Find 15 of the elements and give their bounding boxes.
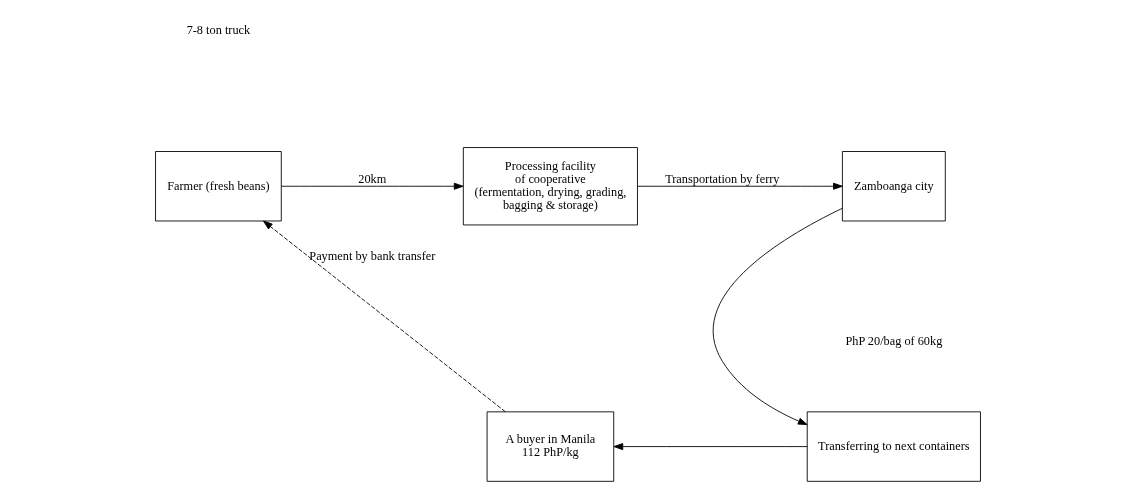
arrow (613, 443, 808, 451)
node-box: A buyer in Manila 112 PhP/kg (486, 411, 615, 482)
arrow (637, 182, 843, 190)
edge-label: Payment by bank transfer (309, 249, 436, 264)
label: 7-8 ton truck (186, 22, 251, 37)
arrow (712, 207, 843, 426)
edge-label: 20km (358, 171, 387, 186)
node-box: Processing facility of cooperative (fermentation, drying, grading, bagging & storage) (462, 147, 638, 226)
arrow (280, 182, 464, 190)
node-box: Zamboanga city (841, 151, 946, 222)
node-box: Farmer (fresh beans) (155, 151, 282, 222)
edge-label: Transportation by ferry (665, 171, 780, 186)
arrow (263, 220, 506, 413)
label: PhP 20/bag of 60kg (845, 334, 943, 349)
node-box: Transferring to next containers (806, 411, 981, 482)
